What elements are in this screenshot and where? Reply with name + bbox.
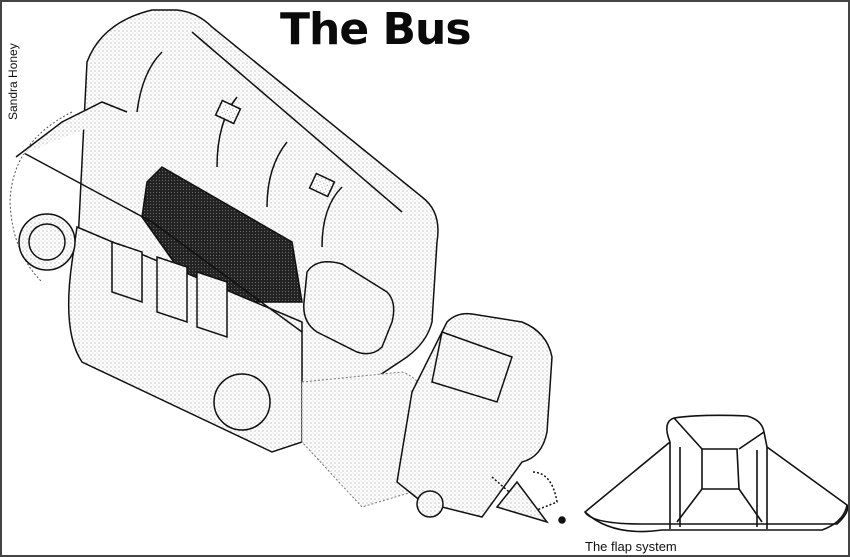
artist-credit: Sandra Honey <box>6 43 20 120</box>
bus-body <box>15 9 439 453</box>
flap-system-caption: The flap system <box>585 539 677 554</box>
page-title: The Bus <box>280 4 472 55</box>
flap-system-diagram <box>583 414 848 533</box>
trailer <box>396 312 566 524</box>
